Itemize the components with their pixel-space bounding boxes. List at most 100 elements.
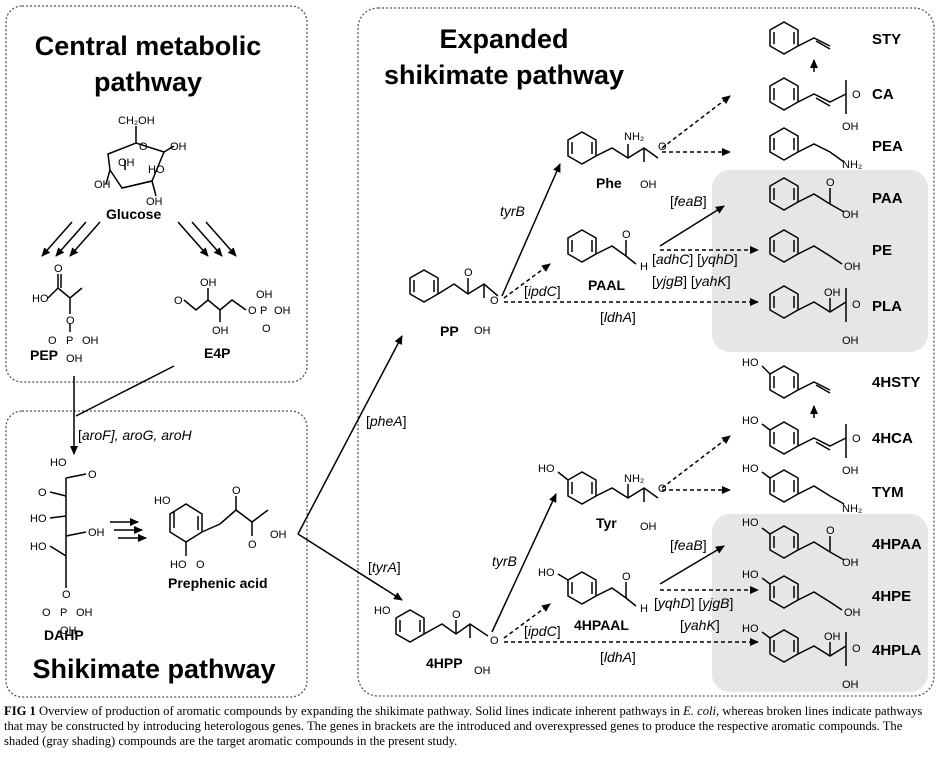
- svg-text:HO: HO: [742, 415, 759, 427]
- svg-text:OH: OH: [200, 277, 217, 289]
- svg-text:CH₂OH: CH₂OH: [118, 115, 155, 127]
- svg-text:HO: HO: [742, 463, 759, 475]
- pathway-diagram: Central metabolic pathway Shikimate path…: [5, 5, 935, 698]
- svg-text:OH: OH: [842, 465, 859, 477]
- svg-text:HO: HO: [374, 605, 391, 617]
- shaded-phe-targets: [712, 170, 928, 352]
- e4p-structure: O OH OH O P OH OH O: [174, 277, 291, 337]
- svg-text:NH₂: NH₂: [842, 503, 862, 515]
- svg-text:HO: HO: [30, 541, 47, 553]
- target-pe: PE: [872, 242, 892, 259]
- phe-label: Phe: [596, 175, 622, 191]
- svg-text:OH: OH: [146, 196, 163, 208]
- svg-text:O: O: [62, 589, 71, 601]
- pp-to-paal-arrow: [503, 263, 551, 299]
- svg-text:O: O: [464, 267, 473, 279]
- central-title-2: pathway: [94, 67, 202, 97]
- pep-label: PEP: [30, 347, 58, 363]
- arrow-to-pp: [297, 335, 403, 535]
- svg-text:OH: OH: [256, 289, 273, 301]
- glucose-structure: CH₂OH O OH OH OH HO OH: [94, 115, 187, 208]
- svg-text:O: O: [622, 571, 631, 583]
- tym-structure: HO NH₂: [742, 463, 862, 515]
- svg-text:O: O: [232, 485, 241, 497]
- yqhD-yjgB-genes: [yqhD] [yjgB]: [654, 595, 733, 611]
- svg-text:OH: OH: [824, 287, 841, 299]
- svg-text:NH₂: NH₂: [624, 131, 644, 143]
- e4p-label: E4P: [204, 345, 230, 361]
- prephenic-label: Prephenic acid: [168, 575, 268, 591]
- svg-text:O: O: [852, 643, 861, 655]
- svg-text:O: O: [622, 229, 631, 241]
- svg-text:O: O: [490, 295, 499, 307]
- svg-text:O: O: [262, 323, 271, 335]
- svg-text:O: O: [452, 609, 461, 621]
- paal-label: PAAL: [588, 277, 626, 293]
- svg-text:O: O: [38, 487, 47, 499]
- svg-text:OH: OH: [270, 529, 287, 541]
- svg-text:P: P: [60, 607, 67, 619]
- svg-text:OH: OH: [212, 325, 229, 337]
- svg-text:OH: OH: [844, 607, 861, 619]
- dahp-to-prephenic-arrows: [110, 518, 147, 542]
- svg-text:OH: OH: [88, 527, 105, 539]
- svg-text:O: O: [196, 559, 205, 571]
- svg-text:OH: OH: [842, 121, 859, 133]
- hpp-to-tyr-arrow: [491, 493, 557, 633]
- caption-text-2: , whereas broken lines indicate pathways…: [4, 704, 923, 748]
- svg-text:HO: HO: [50, 457, 67, 469]
- svg-text:P: P: [66, 335, 73, 347]
- tyrB-bottom: tyrB: [492, 553, 517, 569]
- svg-text:HO: HO: [538, 567, 555, 579]
- svg-text:OH: OH: [82, 335, 99, 347]
- svg-text:O: O: [826, 525, 835, 537]
- svg-text:O: O: [48, 335, 57, 347]
- pe-structure: OH: [769, 229, 861, 273]
- hpaa-structure: HO O OH: [742, 517, 859, 569]
- svg-text:HO: HO: [32, 293, 49, 305]
- svg-text:OH: OH: [640, 179, 657, 191]
- svg-text:OH: OH: [274, 305, 291, 317]
- svg-text:OH: OH: [842, 335, 859, 347]
- pea-structure: NH₂: [769, 127, 862, 171]
- svg-text:NH₂: NH₂: [624, 473, 644, 485]
- dahp-label: DAHP: [44, 627, 84, 643]
- sty-structure: [769, 21, 831, 72]
- dahp-structure: HO O O HO OH HO O O P OH OH: [30, 457, 105, 637]
- svg-text:OH: OH: [118, 157, 135, 169]
- hca-structure: HO O OH: [742, 415, 861, 477]
- hpp-label: 4HPP: [426, 655, 463, 671]
- ca-structure: O OH: [769, 77, 861, 133]
- pp-to-phe-arrow: [501, 163, 561, 297]
- target-sty: STY: [872, 31, 901, 48]
- target-4hpaa: 4HPAA: [872, 536, 922, 553]
- caption-ecoli: E. coli: [683, 704, 716, 718]
- svg-text:OH: OH: [824, 631, 841, 643]
- svg-text:H: H: [640, 261, 648, 273]
- svg-text:OH: OH: [94, 179, 111, 191]
- svg-text:O: O: [490, 635, 499, 647]
- svg-text:H: H: [640, 603, 648, 615]
- svg-text:OH: OH: [842, 679, 859, 691]
- tyrA-gene: [tyrA]: [368, 559, 401, 575]
- e4p-to-dahp-line: [75, 365, 175, 417]
- pep-structure: O HO O O P OH OH: [32, 263, 99, 365]
- svg-text:OH: OH: [842, 209, 859, 221]
- target-4hca: 4HCA: [872, 430, 913, 447]
- phe-to-ca-arrow: [661, 95, 731, 149]
- central-title-1: Central metabolic: [35, 31, 262, 61]
- paal-structure: O H: [567, 229, 648, 273]
- svg-text:O: O: [852, 299, 861, 311]
- hsty-structure: HO: [742, 357, 831, 418]
- ldhA-top: [ldhA]: [600, 309, 636, 325]
- tyrB-top: tyrB: [500, 203, 525, 219]
- expanded-panel: [357, 7, 935, 697]
- target-ca: CA: [872, 86, 894, 103]
- ipdC-top: [ipdC]: [524, 283, 561, 299]
- paal-to-paa-arrow: [659, 205, 725, 247]
- expanded-title-1: Expanded: [439, 24, 568, 54]
- svg-text:NH₂: NH₂: [842, 159, 862, 171]
- svg-text:O: O: [42, 607, 51, 619]
- svg-text:OH: OH: [844, 261, 861, 273]
- tyr-structure: HO NH₂ O OH: [538, 463, 667, 533]
